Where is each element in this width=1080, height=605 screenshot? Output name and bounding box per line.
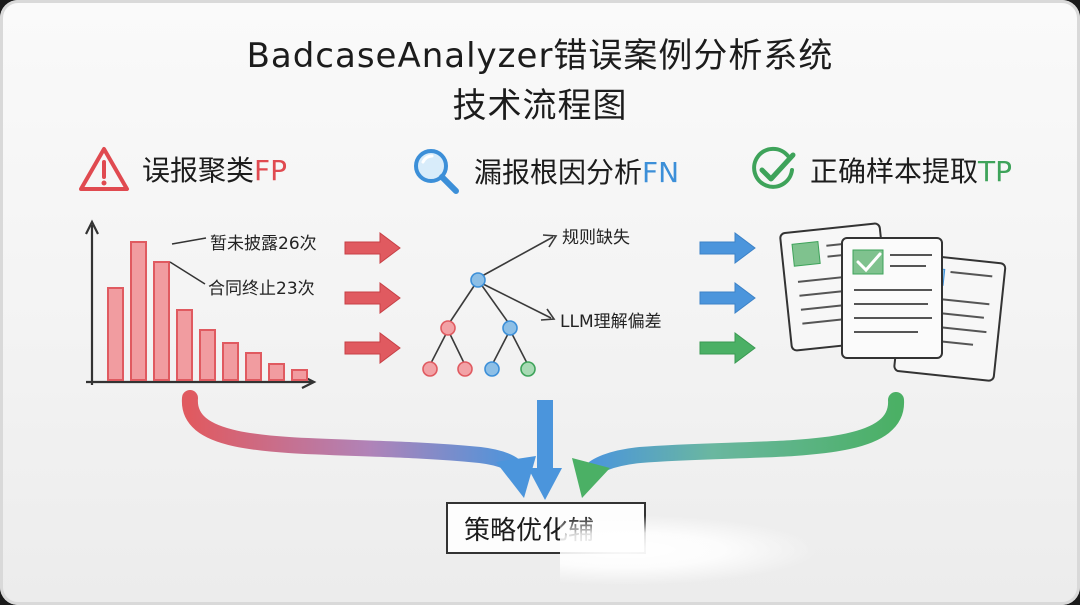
fp-annotation-1: 暂未披露26次	[210, 234, 317, 254]
green-arrow	[699, 332, 756, 364]
title-line-2: 技术流程图	[452, 86, 628, 126]
section-fn: 漏报根因分析FN	[410, 146, 679, 196]
chart-bar	[222, 342, 239, 381]
chart-bar	[268, 363, 285, 381]
fp-annotation-2: 合同终止23次	[208, 279, 315, 299]
section-fn-label: 漏报根因分析	[474, 156, 643, 189]
chart-bar	[176, 309, 193, 381]
tree-nodes	[422, 272, 536, 377]
section-fp-label: 误报聚类	[142, 154, 255, 187]
document-stack	[779, 222, 1007, 382]
light-glare	[560, 515, 820, 585]
check-circle-icon	[752, 146, 796, 189]
chart-bar	[130, 241, 147, 381]
blue-arrows	[699, 232, 756, 314]
converging-arrows	[181, 390, 904, 500]
chart-bars	[107, 241, 308, 381]
section-tp-suffix: TP	[978, 155, 1013, 188]
chart-bar	[107, 287, 124, 381]
annotation-leader	[171, 237, 207, 245]
fn-annotation-1: 规则缺失	[562, 228, 630, 248]
annotation-leader	[169, 261, 206, 285]
root-cause-tree	[429, 234, 558, 366]
section-tp: 正确样本提取TP	[748, 146, 1012, 194]
section-fp-suffix: FP	[254, 154, 288, 187]
section-fn-suffix: FN	[642, 156, 680, 189]
magnifier-icon	[414, 149, 459, 194]
section-fp: 误报聚类FP	[78, 146, 287, 192]
chart-bar	[291, 369, 308, 381]
title-line-1: BadcaseAnalyzer错误案例分析系统	[246, 36, 834, 76]
chart-bar	[245, 352, 262, 381]
section-tp-label: 正确样本提取	[810, 155, 979, 188]
warning-triangle-icon	[79, 147, 129, 191]
chart-bar	[199, 329, 216, 381]
red-arrows	[344, 232, 401, 364]
fn-annotation-2: LLM理解偏差	[560, 312, 662, 332]
chart-bar	[153, 261, 170, 381]
